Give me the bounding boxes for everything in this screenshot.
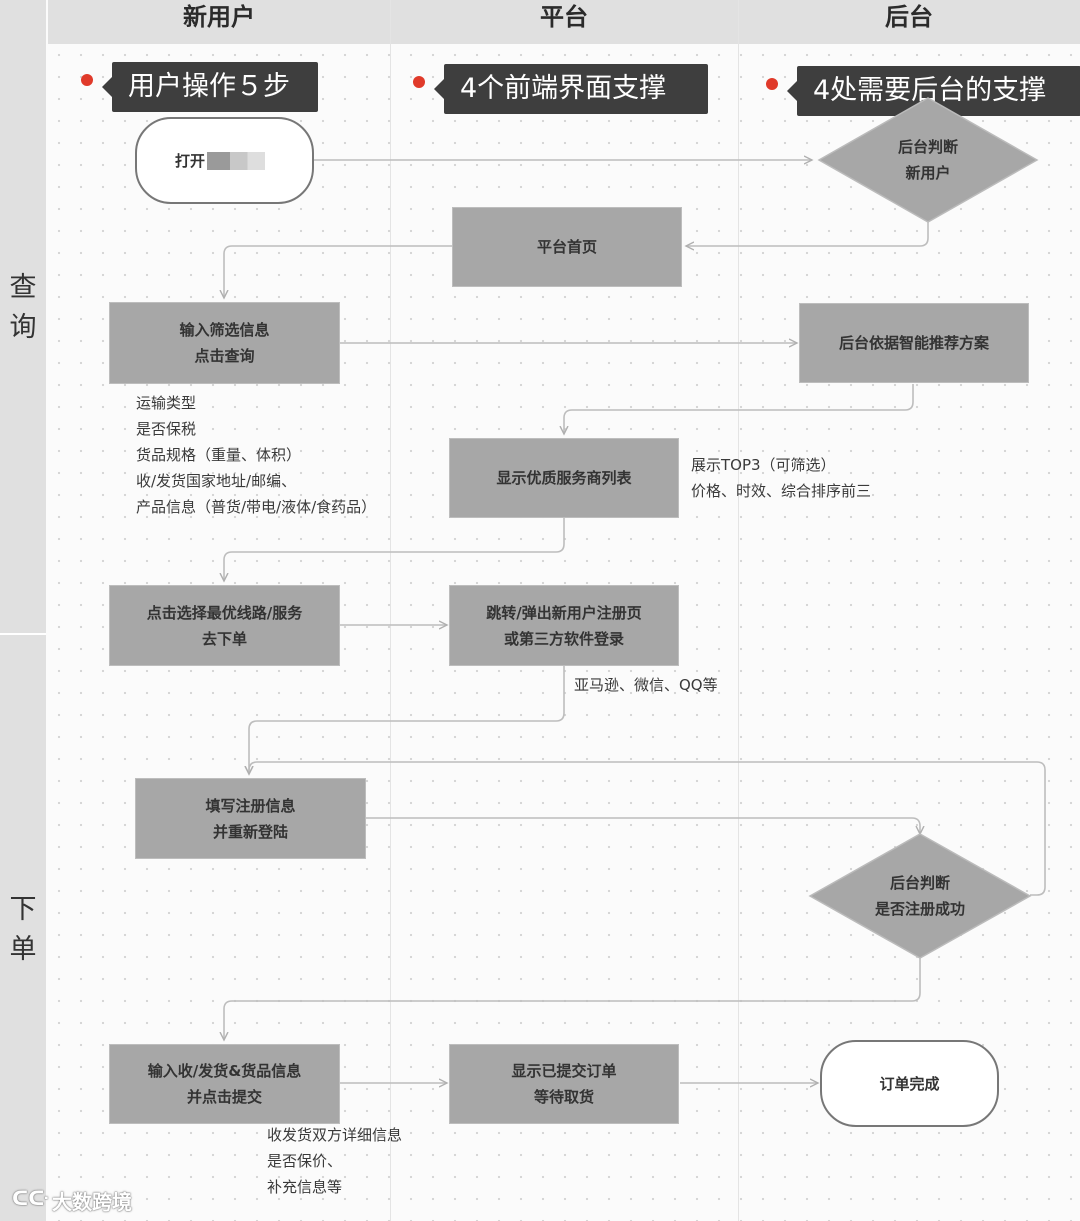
phase-label-order-2: 单: [9, 934, 37, 965]
show-providers-label: 显示优质服务商列表: [496, 469, 632, 487]
edge-judge-loop-back: [249, 761, 1046, 896]
phase-label-query-2: 询: [9, 312, 37, 343]
blurred-app-name: [207, 151, 266, 170]
lane-title-platform: 平台: [540, 3, 588, 31]
red-dot-icon: [766, 78, 778, 90]
edge-fill-to-judge: [366, 817, 920, 834]
top3-line: 价格、时效、综合排序前三: [691, 482, 872, 500]
edge-recommend-to-list: [564, 384, 914, 434]
platform-home-node: 平台首页: [452, 207, 682, 287]
filter-fields-annotation: 运输类型 是否保税 货品规格（重量、体积） 收/发货国家地址/邮编、 产品信息（…: [136, 390, 376, 520]
edge-home-to-input: [224, 245, 452, 298]
lane-title-new-user: 新用户: [183, 3, 255, 31]
order-details-annotation: 收发货双方详细信息 是否保价、 补充信息等: [267, 1122, 402, 1200]
fill-register-node: 填写注册信息并重新登陆: [135, 778, 366, 859]
order-detail-line: 收发货双方详细信息: [267, 1126, 403, 1144]
edge-list-to-select: [224, 518, 565, 581]
top3-line: 展示TOP3（可筛选）: [691, 456, 836, 474]
phase-divider: [0, 633, 46, 635]
phase-label-order-1: 下: [9, 894, 37, 925]
select-route-node: 点击选择最优线路/服务去下单: [109, 585, 340, 666]
open-app-label: 打开: [175, 151, 206, 170]
order-detail-line: 补充信息等: [267, 1178, 343, 1196]
platform-home-label: 平台首页: [536, 238, 597, 256]
register-popup-line2: 或第三方软件登录: [503, 629, 624, 648]
register-popup-line1: 跳转/弹出新用户注册页: [486, 603, 642, 622]
register-popup-node: 跳转/弹出新用户注册页或第三方软件登录: [449, 585, 679, 666]
fill-register-line1: 填写注册信息: [205, 796, 296, 815]
watermark-text: 大数跨境: [52, 1190, 132, 1214]
show-submitted-line2: 等待取货: [533, 1088, 594, 1106]
swimlane-header: [48, 0, 1080, 44]
frontend-screens-badge: 4个前端界面支撑: [434, 64, 708, 114]
red-dot-icon: [81, 74, 93, 86]
judge-new-user-line2: 新用户: [905, 164, 951, 182]
filter-field-line: 收/发货国家地址/邮编、: [136, 472, 297, 490]
judge-register-diamond: [808, 833, 1032, 959]
judge-register-label: 后台判断 是否注册成功: [840, 870, 1000, 922]
phase-query-band: [0, 0, 46, 633]
edge-judge-to-goods: [224, 958, 921, 1040]
phase-label-query-1: 查: [9, 272, 37, 303]
phase-order-band: [0, 635, 46, 1221]
show-providers-node: 显示优质服务商列表: [449, 438, 679, 518]
show-submitted-node: 显示已提交订单等待取货: [449, 1044, 679, 1124]
smart-recommend-label: 后台依据智能推荐方案: [838, 334, 989, 352]
judge-new-user-diamond: [817, 97, 1039, 223]
third-party-annotation: 亚马逊、微信、QQ等: [574, 676, 718, 694]
filter-field-line: 产品信息（普货/带电/液体/食药品）: [136, 498, 377, 516]
edge-register-to-fill: [249, 666, 565, 774]
open-app-node: 打开: [135, 117, 314, 204]
user-steps-badge: 用户操作５步: [102, 62, 318, 112]
lane-title-backend: 后台: [885, 3, 933, 31]
top3-annotation: 展示TOP3（可筛选） 价格、时效、综合排序前三: [691, 452, 871, 504]
input-goods-line2: 并点击提交: [186, 1088, 262, 1106]
select-route-line2: 去下单: [201, 629, 247, 648]
input-goods-line1: 输入收/发货&货品信息: [147, 1062, 302, 1080]
judge-new-user-label: 后台判断 新用户: [858, 134, 998, 186]
filter-field-line: 货品规格（重量、体积）: [136, 446, 302, 464]
select-route-line1: 点击选择最优线路/服务: [146, 603, 303, 622]
input-filter-node: 输入筛选信息点击查询: [109, 302, 340, 384]
fill-register-line2: 并重新登陆: [212, 822, 288, 841]
edge-judge-to-home: [686, 222, 929, 246]
judge-register-line2: 是否注册成功: [874, 900, 965, 918]
input-filter-line1: 输入筛选信息: [179, 321, 270, 339]
input-filter-line2: 点击查询: [194, 347, 255, 365]
judge-register-line1: 后台判断: [889, 874, 950, 892]
red-dot-icon: [413, 76, 425, 88]
judge-new-user-line1: 后台判断: [897, 138, 958, 156]
filter-field-line: 是否保税: [136, 420, 197, 438]
lane-divider: [738, 0, 739, 1221]
order-detail-line: 是否保价、: [267, 1152, 343, 1170]
smart-recommend-node: 后台依据智能推荐方案: [799, 303, 1029, 383]
order-done-label: 订单完成: [879, 1074, 940, 1093]
show-submitted-line1: 显示已提交订单: [511, 1062, 617, 1080]
watermark-logo-icon: ᑕᑢ: [12, 1186, 50, 1210]
lane-divider: [390, 0, 391, 1221]
order-done-node: 订单完成: [820, 1040, 999, 1127]
filter-field-line: 运输类型: [136, 394, 197, 412]
input-goods-node: 输入收/发货&货品信息并点击提交: [109, 1044, 340, 1124]
